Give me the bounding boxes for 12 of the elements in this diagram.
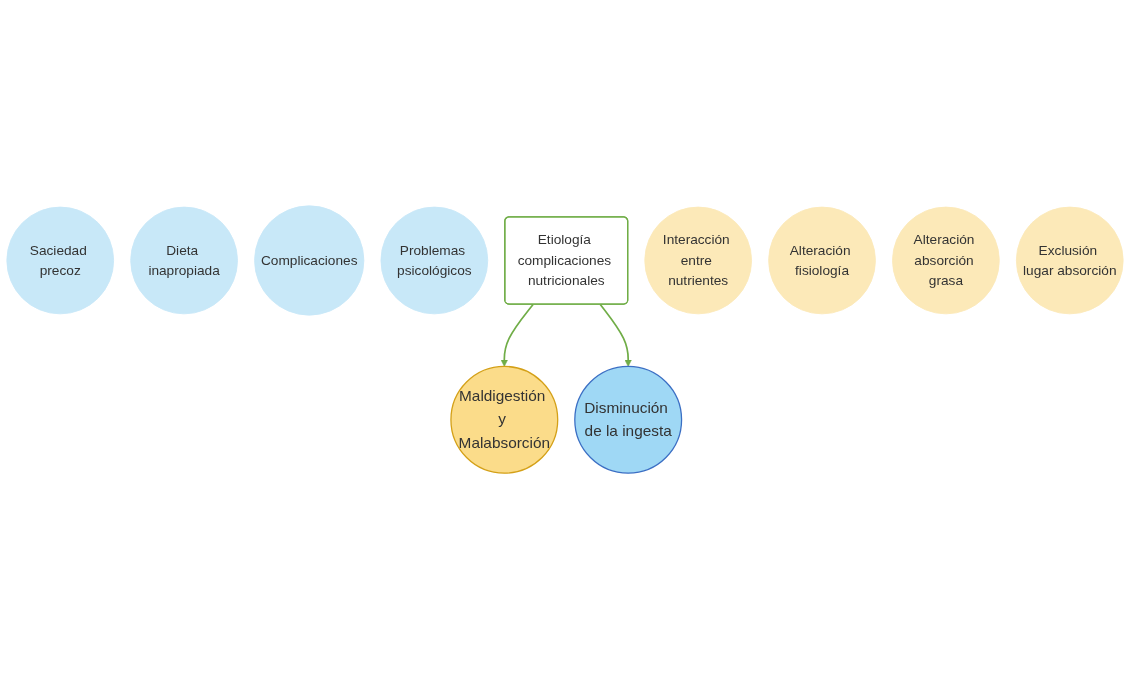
node-circle: Maldigestión y Malabsorción [450,365,559,474]
node-circle: Alteración absorción grasa [892,206,1000,315]
node-circle: Disminución de la ingesta [574,365,683,474]
node-circle: Problemas psicológicos [380,206,489,315]
arrow [599,303,632,367]
node-circle: Exclusión lugar absorción [1015,206,1124,315]
arrow [500,303,534,367]
node-circle: Dieta inapropiada [130,206,238,315]
node-circle: Alteración fisiología [768,206,876,315]
node-circle: Complicaciones [254,205,365,316]
node-circle: Interacción entre nutrientes [644,206,752,315]
node-circle: Saciedad precoz [6,206,115,315]
